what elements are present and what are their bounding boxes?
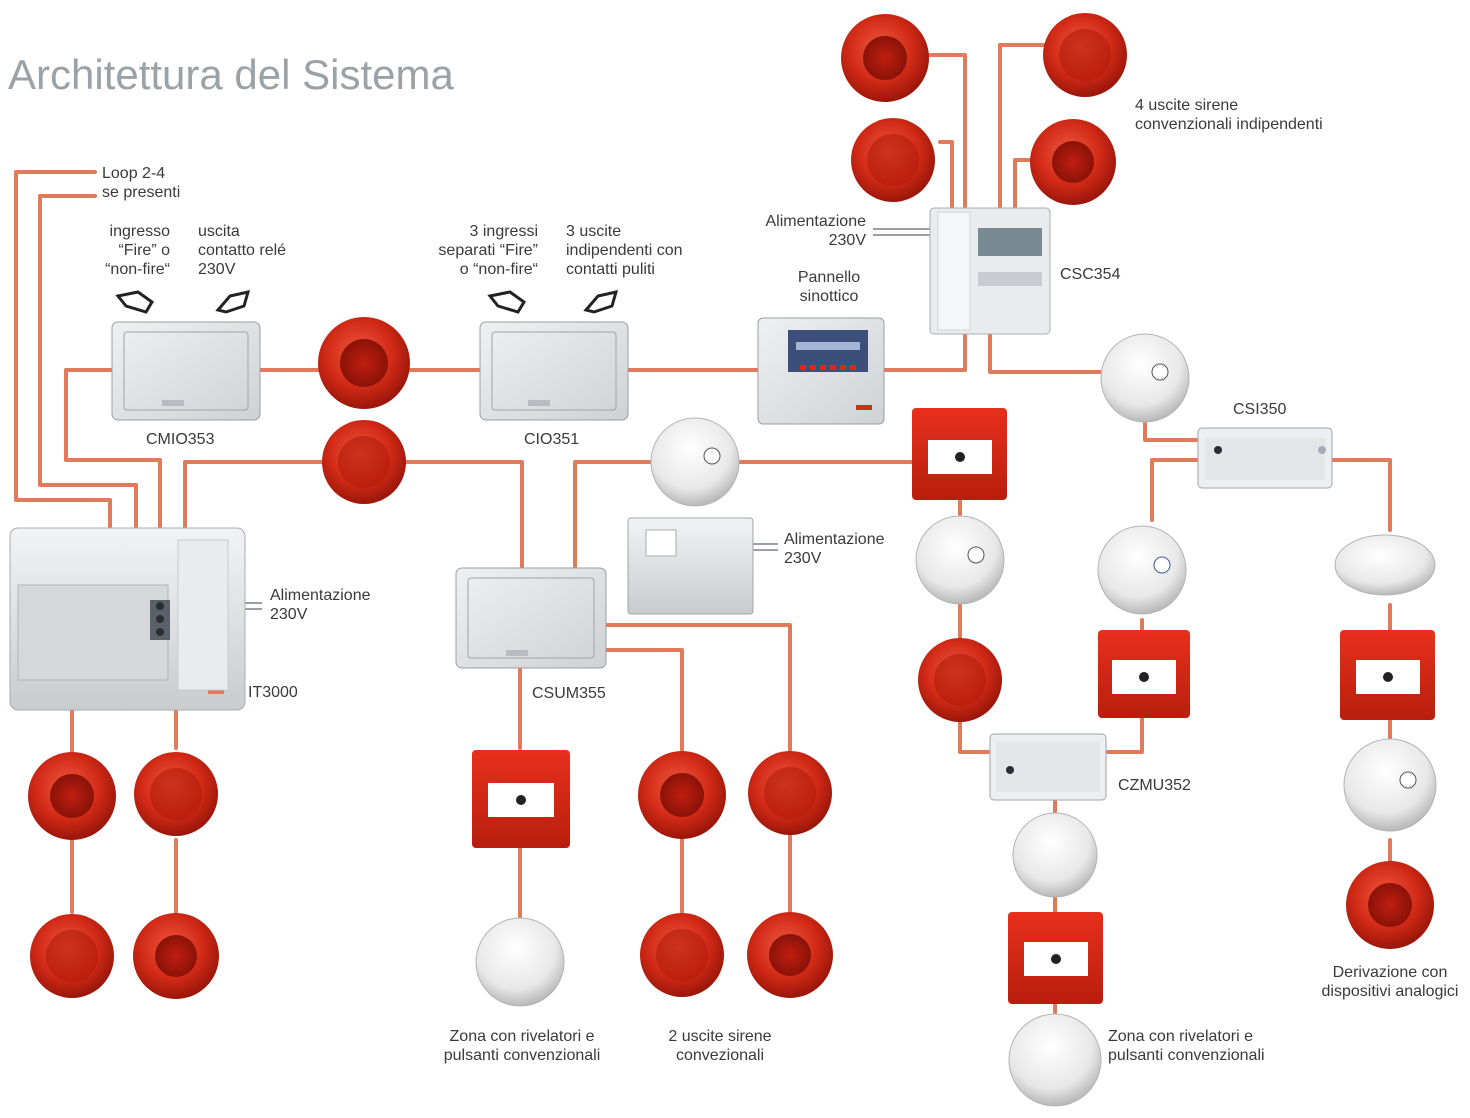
csum355-label: CSUM355 <box>532 685 606 702</box>
csi350-module[interactable] <box>1197 427 1333 489</box>
beacon-icon <box>30 13 1127 998</box>
cmio353-label: CMIO353 <box>146 431 215 448</box>
czmu352-label: CZMU352 <box>1118 777 1191 794</box>
call-point-icon <box>472 408 1435 1004</box>
csi350-label: CSI350 <box>1233 401 1287 418</box>
cio351-module[interactable] <box>479 321 629 421</box>
smoke-detector-icon <box>475 333 1437 1107</box>
csc354-module[interactable] <box>929 207 1051 335</box>
it3000-label: IT3000 <box>248 684 298 701</box>
output-arrow-icon <box>215 289 619 314</box>
it3000-panel[interactable] <box>9 527 246 711</box>
input-arrow-icon <box>115 290 526 314</box>
page-title: Architettura del Sistema <box>8 51 454 98</box>
csc354-label: CSC354 <box>1060 266 1121 283</box>
csum355-module[interactable] <box>455 567 607 669</box>
wiring <box>14 43 1392 1022</box>
pannello-sinottico-panel[interactable] <box>757 317 885 425</box>
psu-box[interactable] <box>627 517 754 615</box>
power-ticks <box>236 228 930 610</box>
sounder-icon <box>28 14 1434 999</box>
czmu352-module[interactable] <box>989 733 1107 801</box>
cio351-label: CIO351 <box>524 431 580 448</box>
cmio-input-label: ingresso“Fire” o“non-fire“ <box>105 223 170 278</box>
cmio353-module[interactable] <box>111 321 261 421</box>
